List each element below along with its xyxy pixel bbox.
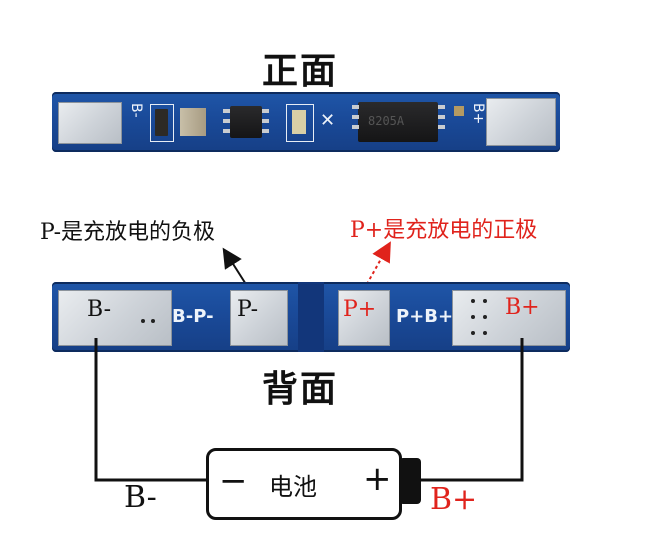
front-mosfet-pin [352, 105, 359, 109]
back-title: 背面 [262, 369, 339, 410]
front-mosfet-pin [352, 115, 359, 119]
battery-label: 电池 [269, 473, 317, 501]
back-board: B- B-P- P- P+ P+B+ B+ [52, 282, 570, 352]
back-pad-p-minus: P- [230, 290, 288, 346]
via-dot [141, 319, 145, 323]
battery-body: − 电池 + [206, 448, 402, 520]
front-capacitor [180, 108, 206, 136]
back-pad-b-plus-label: B+ [505, 295, 540, 320]
via-dot [151, 319, 155, 323]
front-small-component [454, 106, 464, 116]
front-mosfet-pin [438, 105, 445, 109]
front-ic-pin [223, 109, 230, 113]
front-pad-right [486, 98, 556, 146]
via-dot [483, 315, 487, 319]
front-protection-ic [230, 106, 262, 138]
front-component-outline-2 [286, 104, 314, 142]
back-pad-b-plus: B+ [452, 290, 566, 346]
wire-label-b-minus: B- [124, 480, 157, 515]
via-dot [471, 315, 475, 319]
front-title: 正面 [262, 51, 339, 92]
battery-positive-terminal [399, 458, 421, 504]
back-pad-p-minus-label: P- [237, 297, 259, 322]
back-pad-b-minus: B- [58, 290, 172, 346]
back-board-gap [298, 282, 324, 352]
back-pad-b-minus-label: B- [87, 297, 112, 322]
via-dot [471, 331, 475, 335]
battery-plus-sign: + [363, 459, 392, 499]
back-pad-p-plus-label: P+ [343, 297, 377, 322]
front-board: B- ✕ 8205A B+ [52, 92, 560, 152]
front-mosfet-pin [352, 125, 359, 129]
back-silk-left: B-P- [172, 306, 214, 327]
front-component-outline-1 [150, 104, 174, 142]
battery-minus-sign: − [219, 461, 248, 501]
front-chip-marking: 8205A [368, 114, 405, 128]
back-silk-right: P+B+ [396, 306, 454, 327]
front-ic-pin [262, 129, 269, 133]
front-resistor-2 [292, 110, 306, 134]
wire-label-b-plus: B+ [430, 482, 478, 517]
front-ic-pin [262, 119, 269, 123]
front-ic-pin [223, 129, 230, 133]
wire-b-minus [94, 338, 206, 482]
front-mosfet-chip: 8205A [358, 102, 438, 142]
front-ic-pin [262, 109, 269, 113]
front-pad-left [58, 102, 122, 144]
via-dot [471, 299, 475, 303]
front-ic-pin [223, 119, 230, 123]
p-plus-annotation: P+是充放电的正极 [350, 218, 538, 243]
front-mosfet-pin [438, 125, 445, 129]
p-minus-annotation: P-是充放电的负极 [40, 220, 216, 245]
back-pad-p-plus: P+ [338, 290, 390, 346]
via-dot [483, 299, 487, 303]
front-resistor [155, 109, 168, 136]
via-dot [483, 331, 487, 335]
front-mosfet-pin [438, 115, 445, 119]
wire-b-plus [420, 338, 524, 482]
front-silk-x: ✕ [320, 110, 336, 131]
